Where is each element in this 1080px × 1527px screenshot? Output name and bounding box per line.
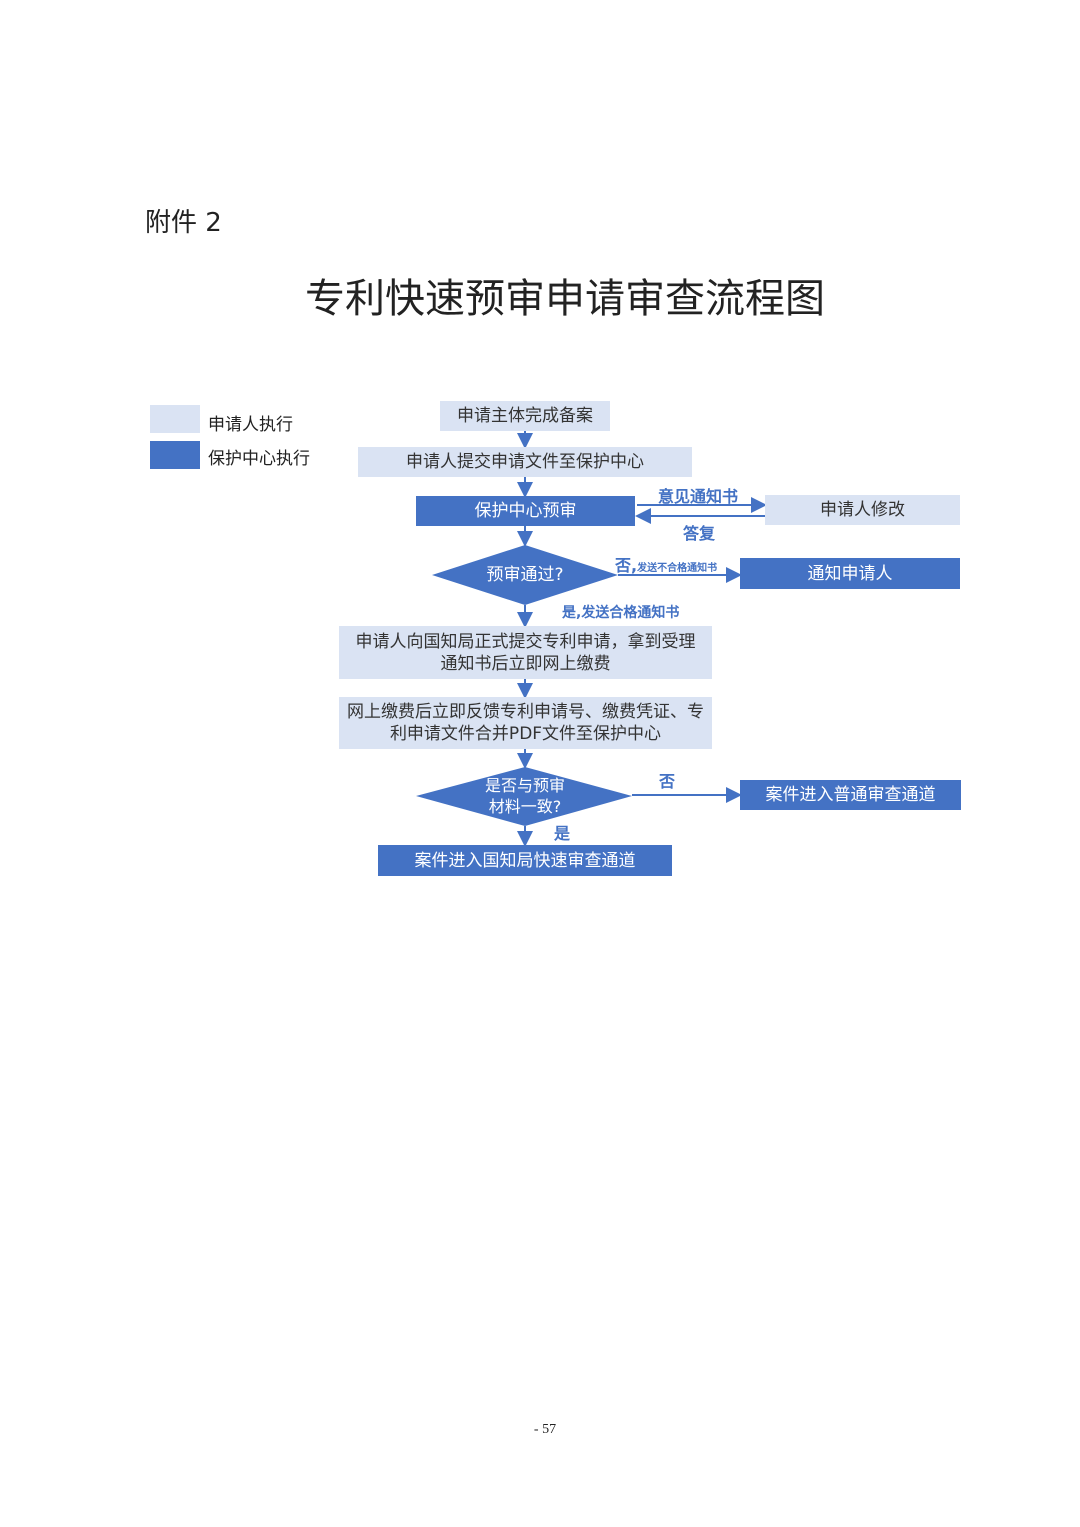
step-feedback: 网上缴费后立即反馈专利申请号、缴费凭证、专利申请文件合并PDF文件至保护中心 xyxy=(339,697,712,749)
legend-swatch-center xyxy=(150,441,200,469)
page-title: 专利快速预审申请审查流程图 xyxy=(305,276,825,322)
label-no-1-main: 否, xyxy=(615,556,638,575)
legend-label-applicant: 申请人执行 xyxy=(208,415,293,435)
decision-2-text: 是否与预审材料一致? xyxy=(460,775,590,817)
label-no-1-sub: 发送不合格通知书 xyxy=(637,563,718,574)
label-yes-2: 是 xyxy=(554,824,571,843)
decision-diamond-2 xyxy=(416,767,632,826)
step-notify: 通知申请人 xyxy=(740,558,960,589)
legend-swatch-applicant xyxy=(150,405,200,433)
label-opinion: 意见通知书 xyxy=(658,487,739,506)
decision-2-line2: 材料一致? xyxy=(488,797,562,816)
step-prereview: 保护中心预审 xyxy=(416,496,635,526)
label-yes-1: 是,发送合格通知书 xyxy=(562,605,680,621)
step-revise: 申请人修改 xyxy=(765,495,960,525)
attachment-label: 附件 2 xyxy=(145,208,222,238)
label-no-2: 否 xyxy=(659,772,676,791)
decision-2-line1: 是否与预审 xyxy=(484,776,565,795)
step-filing: 申请主体完成备案 xyxy=(440,401,610,431)
step-fast-channel: 案件进入国知局快速审查通道 xyxy=(378,845,672,876)
label-no-1: 否,发送不合格通知书 xyxy=(615,552,717,576)
decision-1-text: 预审通过? xyxy=(486,565,564,585)
decision-diamond-1 xyxy=(432,545,618,605)
page-number: - 57 xyxy=(533,1422,557,1437)
legend-label-center: 保护中心执行 xyxy=(208,449,310,469)
step-formal-submit: 申请人向国知局正式提交专利申请，拿到受理通知书后立即网上缴费 xyxy=(339,626,712,679)
step-normal-channel: 案件进入普通审查通道 xyxy=(740,780,961,810)
step-submit: 申请人提交申请文件至保护中心 xyxy=(358,447,692,477)
label-reply: 答复 xyxy=(683,524,716,543)
